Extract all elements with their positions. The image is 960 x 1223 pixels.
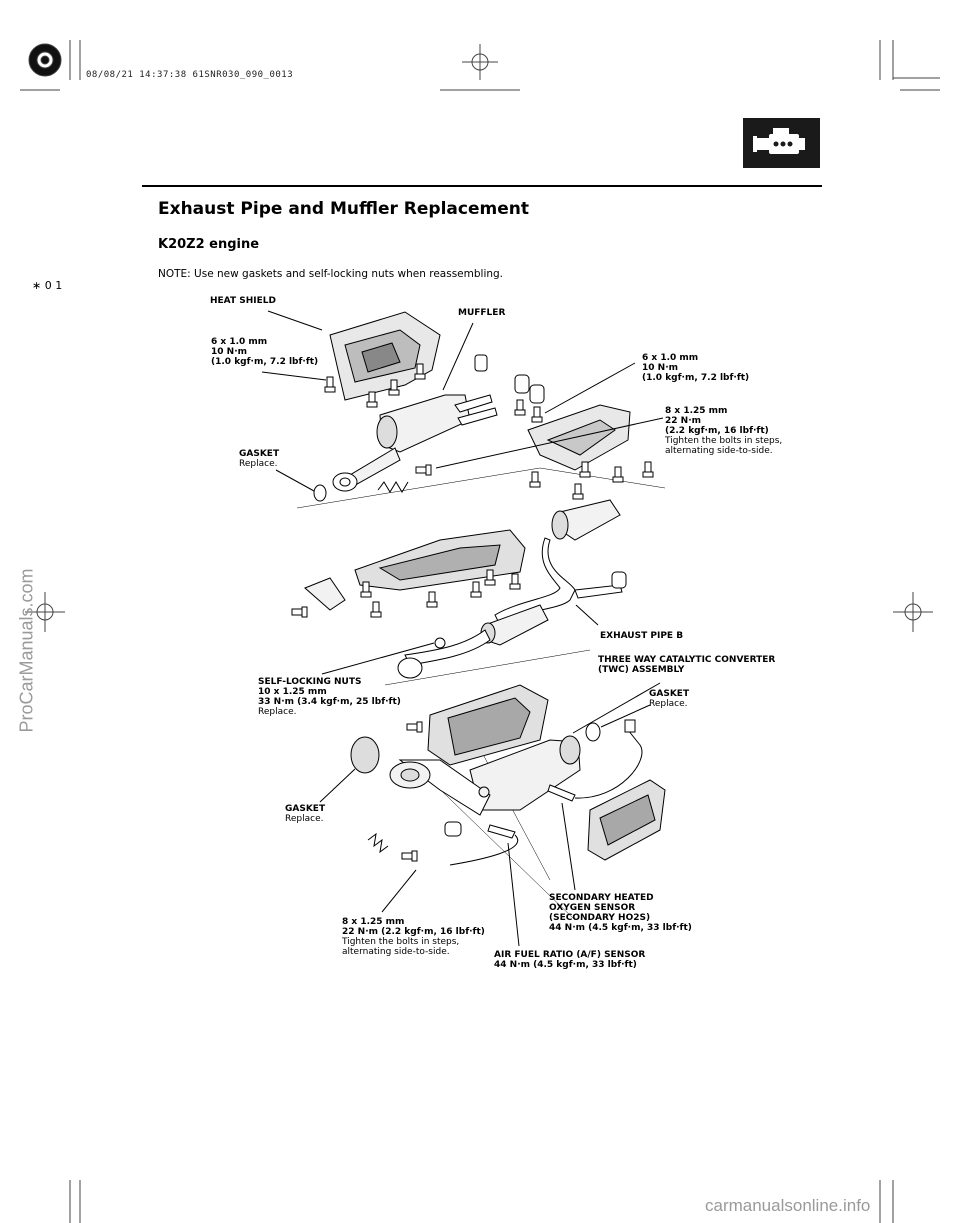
gasket-upper: [313, 484, 327, 502]
gasket-lower: [350, 736, 380, 774]
gasket-right: [585, 722, 601, 742]
side-marker: ∗ 0 1: [32, 279, 63, 292]
exhaust-pipe-b: [397, 499, 627, 679]
twc-upper-shield: [427, 684, 549, 766]
twc-converter: [389, 735, 581, 816]
twc-lower-shield: [587, 779, 666, 861]
secondary-sensor: [547, 719, 643, 802]
muffler-part: [332, 394, 498, 492]
spring-upper: [377, 481, 409, 493]
leader-lines: [261, 310, 664, 947]
spring-lower: [367, 832, 389, 854]
lower-heat-shield: [354, 529, 526, 591]
hanger-rubbers: [474, 354, 545, 404]
af-sensor: [449, 824, 519, 866]
upper-right-shield: [527, 404, 631, 471]
label-twc-assembly: THREE WAY CATALYTIC CONVERTER(TWC) ASSEM…: [598, 655, 776, 675]
engine-subtitle: K20Z2 engine: [158, 237, 260, 252]
page-title: Exhaust Pipe and Muffler Replacement: [158, 199, 529, 219]
bottom-watermark: carmanualsonline.info: [705, 1196, 871, 1215]
note-text: NOTE: Use new gaskets and self-locking n…: [158, 268, 504, 280]
label-muffler: MUFFLER: [458, 308, 506, 318]
label-heat-shield: HEAT SHIELD: [210, 296, 276, 306]
label-exhaust-pipe-b: EXHAUST PIPE B: [600, 631, 684, 641]
hanger-lower: [444, 821, 462, 837]
bolts: [291, 363, 654, 862]
engine-icon: [753, 128, 805, 154]
header-rule: [142, 185, 822, 187]
bracket: [304, 577, 346, 611]
print-stamp: 08/08/21 14:37:38 61SNR030_090_0013: [86, 70, 294, 80]
heat-shield: [329, 311, 441, 401]
engine-section-badge: [743, 118, 820, 168]
